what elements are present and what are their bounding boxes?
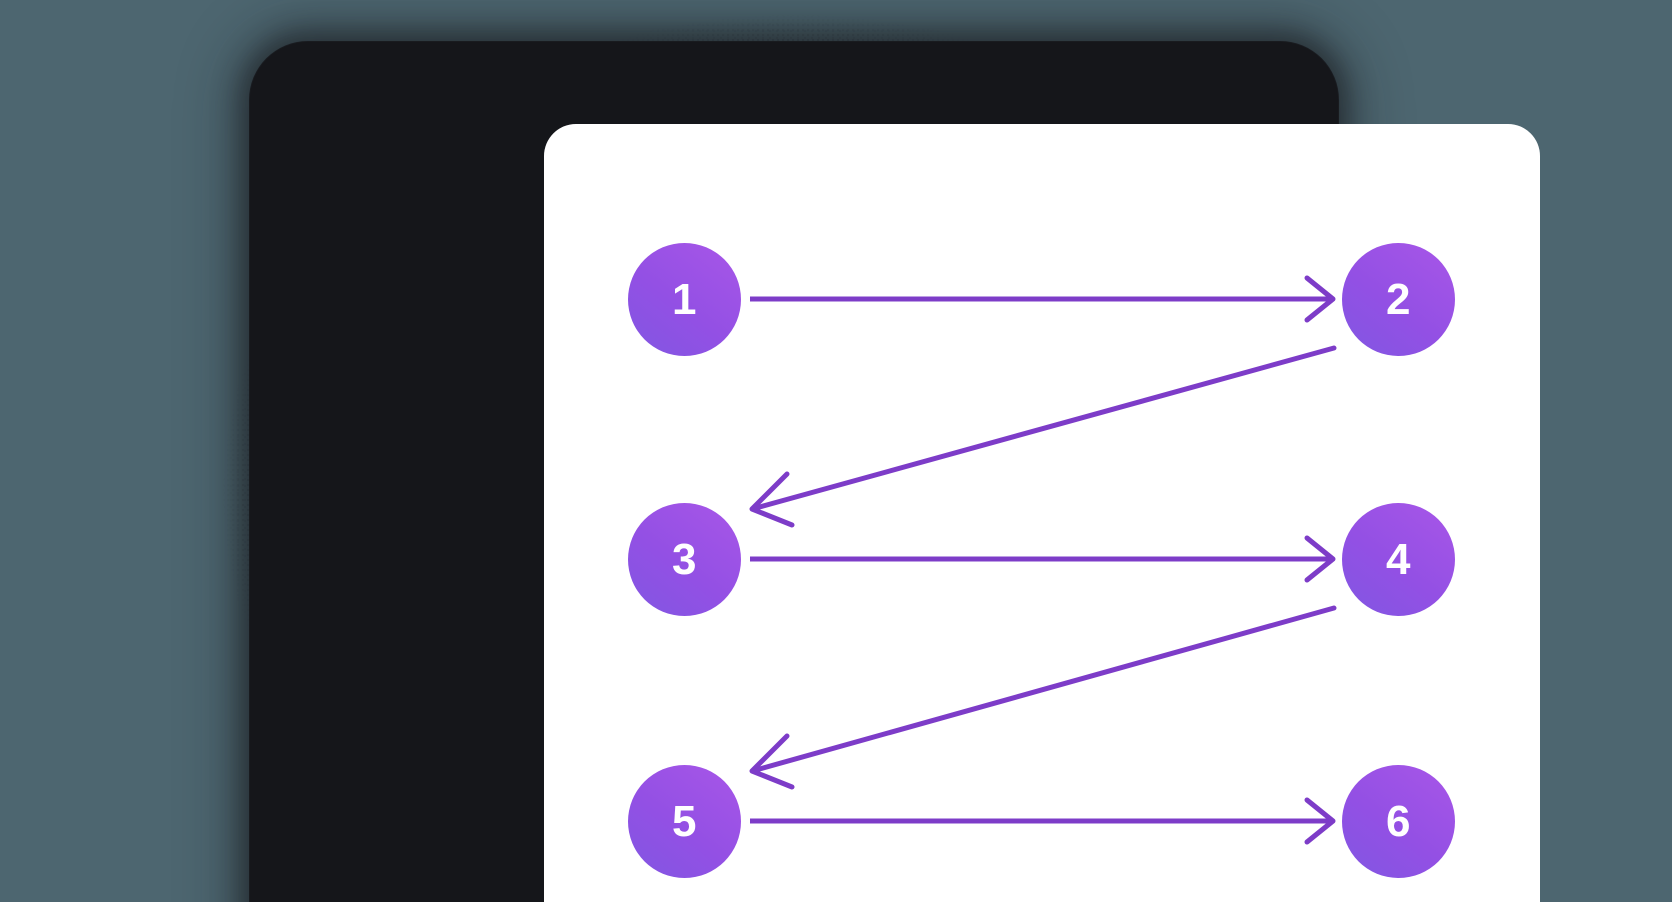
edge-4-to-5[interactable] bbox=[749, 605, 1337, 790]
edge-1-to-2[interactable] bbox=[750, 275, 1336, 323]
node-5-label: 5 bbox=[672, 796, 697, 846]
node-6-label: 6 bbox=[1386, 796, 1411, 846]
device-bezel: 1 2 3 4 5 6 bbox=[250, 42, 1540, 902]
node-6[interactable]: 6 bbox=[1342, 765, 1455, 878]
node-3[interactable]: 3 bbox=[628, 503, 741, 616]
node-4[interactable]: 4 bbox=[1342, 503, 1455, 616]
edge-4-to-5-line bbox=[753, 605, 1337, 773]
node-2-label: 2 bbox=[1386, 274, 1411, 324]
edge-3-to-4-arrowhead bbox=[1304, 535, 1336, 583]
edge-3-to-4[interactable] bbox=[750, 535, 1336, 583]
diagram-canvas bbox=[749, 275, 1337, 845]
node-4-label: 4 bbox=[1386, 534, 1411, 584]
edge-4-to-5-arrowhead bbox=[749, 733, 795, 790]
node-5[interactable]: 5 bbox=[628, 765, 741, 878]
edge-2-to-3-arrowhead bbox=[749, 471, 795, 528]
edge-5-to-6-arrowhead bbox=[1304, 797, 1336, 845]
device-screen: 1 2 3 4 5 6 bbox=[544, 124, 1540, 902]
node-3-label: 3 bbox=[672, 534, 697, 584]
edge-5-to-6[interactable] bbox=[750, 797, 1336, 845]
edge-1-to-2-arrowhead bbox=[1304, 275, 1336, 323]
edge-2-to-3[interactable] bbox=[749, 345, 1337, 528]
node-1[interactable]: 1 bbox=[628, 243, 741, 356]
node-1-label: 1 bbox=[672, 274, 697, 324]
node-2[interactable]: 2 bbox=[1342, 243, 1455, 356]
edge-2-to-3-line bbox=[753, 345, 1337, 511]
